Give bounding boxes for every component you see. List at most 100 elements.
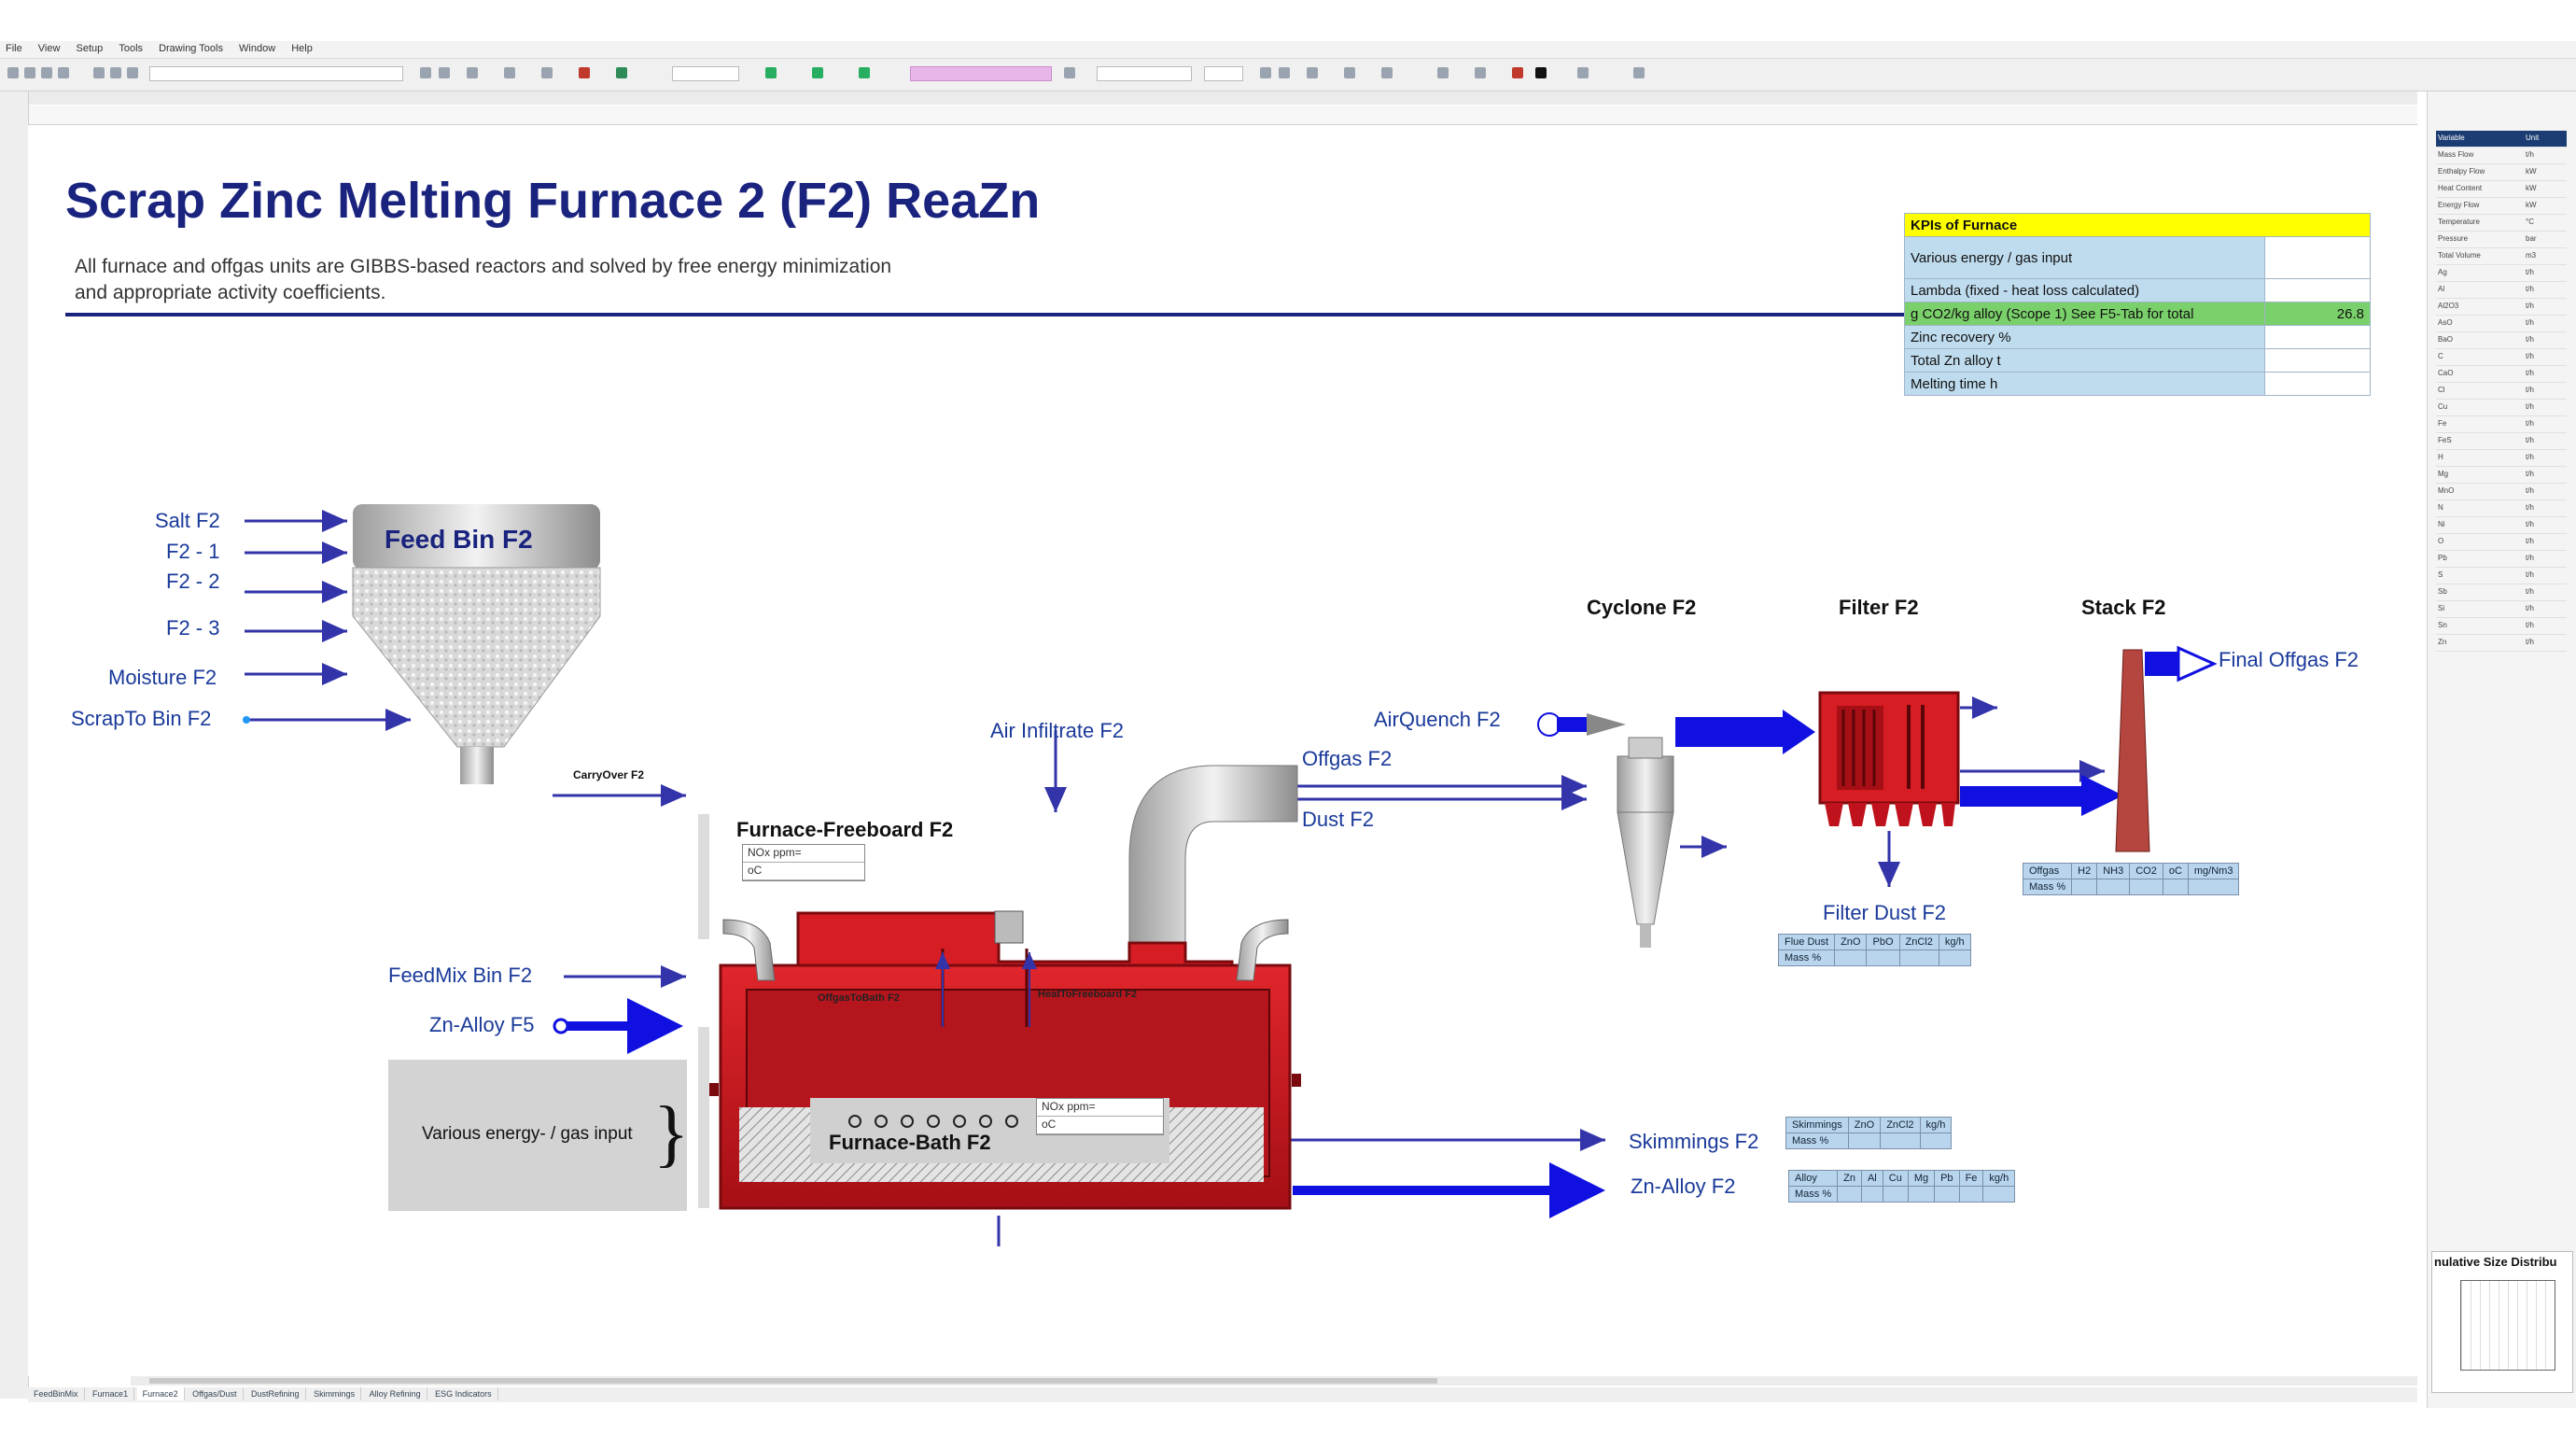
menu-tools[interactable]: Tools — [119, 43, 144, 54]
kpi-value[interactable] — [2264, 348, 2371, 373]
feedmix-bin-label[interactable]: FeedMix Bin F2 — [388, 964, 533, 987]
freeboard-nox-box[interactable]: NOx ppm= oC — [742, 844, 865, 881]
font-size-selector[interactable] — [1204, 66, 1243, 81]
zn-alloy-f5-label[interactable]: Zn-Alloy F5 — [429, 1013, 535, 1036]
tab-furnace1[interactable]: Furnace1 — [87, 1387, 135, 1400]
copy-icon[interactable] — [110, 67, 121, 78]
paste-icon[interactable] — [127, 67, 138, 78]
offgas-f2-label[interactable]: Offgas F2 — [1302, 747, 1393, 770]
skimmings-table[interactable]: Skimmings ZnO ZnCl2 kg/h Mass % — [1785, 1117, 1953, 1149]
arrange-icon[interactable] — [1633, 67, 1645, 78]
tab-dust-refining[interactable]: DustRefining — [245, 1387, 306, 1400]
scrap-to-bin-label[interactable]: ScrapTo Bin F2 — [71, 707, 212, 730]
cyclone-unit[interactable] — [1617, 737, 1674, 948]
tab-alloy-refining[interactable]: Alloy Refining — [364, 1387, 427, 1400]
bag-filter-unit[interactable] — [1818, 691, 1960, 826]
menu-window[interactable]: Window — [239, 43, 276, 54]
fill-icon[interactable] — [1381, 67, 1393, 78]
font-selector[interactable] — [1097, 66, 1192, 81]
stack-chimney[interactable] — [2115, 645, 2218, 852]
cut-icon[interactable] — [93, 67, 105, 78]
tab-esg-indicators[interactable]: ESG Indicators — [429, 1387, 498, 1400]
shape-icon[interactable] — [1512, 67, 1523, 78]
air-quench-label[interactable]: AirQuench F2 — [1374, 708, 1501, 731]
bath-nox-box[interactable]: NOx ppm= oC — [1036, 1098, 1164, 1135]
offgas-composition-table[interactable]: Offgas H2 NH3 CO2 oC mg/Nm3 Mass % — [2022, 863, 2240, 895]
salt-f2-label[interactable]: Salt F2 — [155, 509, 220, 532]
line-icon[interactable] — [1577, 67, 1589, 78]
grid-icon[interactable] — [541, 67, 553, 78]
zoom-icon[interactable] — [467, 67, 478, 78]
horizontal-scroll-thumb[interactable] — [149, 1378, 1437, 1384]
carryover-label[interactable]: CarryOver F2 — [573, 768, 645, 781]
furnace-vessel[interactable] — [709, 910, 1301, 1210]
feed-bin-hopper[interactable] — [352, 504, 601, 784]
cyclone-label[interactable]: Cyclone F2 — [1587, 596, 1697, 619]
stack-label[interactable]: Stack F2 — [2081, 596, 2166, 619]
menu-drawing-tools[interactable]: Drawing Tools — [159, 43, 223, 54]
undo-icon[interactable] — [420, 67, 431, 78]
offgas-to-bath-label[interactable]: OffgasToBath F2 — [818, 992, 900, 1004]
tab-feedbinmix[interactable]: FeedBinMix — [28, 1387, 85, 1400]
bold-icon[interactable] — [1260, 67, 1271, 78]
case-selector[interactable] — [910, 66, 1052, 81]
redo-icon[interactable] — [439, 67, 450, 78]
f2-1-label[interactable]: F2 - 1 — [166, 540, 220, 563]
filter-label[interactable]: Filter F2 — [1839, 596, 1919, 619]
f2-3-label[interactable]: F2 - 3 — [166, 616, 220, 640]
bath-label[interactable]: Furnace-Bath F2 — [829, 1131, 991, 1154]
menu-view[interactable]: View — [37, 43, 61, 54]
border-icon[interactable] — [1344, 67, 1355, 78]
step-icon[interactable] — [812, 67, 823, 78]
flowsheet-selector[interactable] — [149, 66, 403, 81]
stop-icon[interactable] — [579, 67, 590, 78]
energy-input-box[interactable] — [388, 1060, 687, 1211]
save-icon[interactable] — [41, 67, 52, 78]
skimmings-label[interactable]: Skimmings F2 — [1629, 1130, 1759, 1153]
air-infiltrate-label[interactable]: Air Infiltrate F2 — [990, 719, 1125, 742]
heat-to-freeboard-label[interactable]: HeatToFreeboard F2 — [1038, 989, 1138, 1000]
filter-dust-label[interactable]: Filter Dust F2 — [1823, 901, 1947, 924]
alloy-composition-table[interactable]: Alloy Zn Al Cu Mg Pb Fe kg/h Mass % — [1787, 1170, 2016, 1203]
kpi-value[interactable] — [2264, 278, 2371, 302]
new-icon[interactable] — [7, 67, 19, 78]
run-icon[interactable] — [616, 67, 627, 78]
italic-icon[interactable] — [1279, 67, 1290, 78]
play-icon[interactable] — [765, 67, 777, 78]
print-icon[interactable] — [58, 67, 69, 78]
menu-file[interactable]: File — [6, 43, 22, 54]
tab-offgas-dust[interactable]: Offgas/Dust — [187, 1387, 244, 1400]
open-icon[interactable] — [24, 67, 35, 78]
tab-furnace2[interactable]: Furnace2 — [136, 1387, 185, 1400]
menu-setup[interactable]: Setup — [76, 43, 104, 54]
color-icon[interactable] — [1535, 67, 1547, 78]
variable-row[interactable]: Temperature°C — [2436, 215, 2567, 232]
calc-icon[interactable] — [859, 67, 870, 78]
align-icon[interactable] — [1307, 67, 1318, 78]
zn-alloy-f2-label[interactable]: Zn-Alloy F2 — [1631, 1175, 1736, 1198]
delete-icon[interactable] — [504, 67, 515, 78]
layout-icon[interactable] — [1437, 67, 1449, 78]
